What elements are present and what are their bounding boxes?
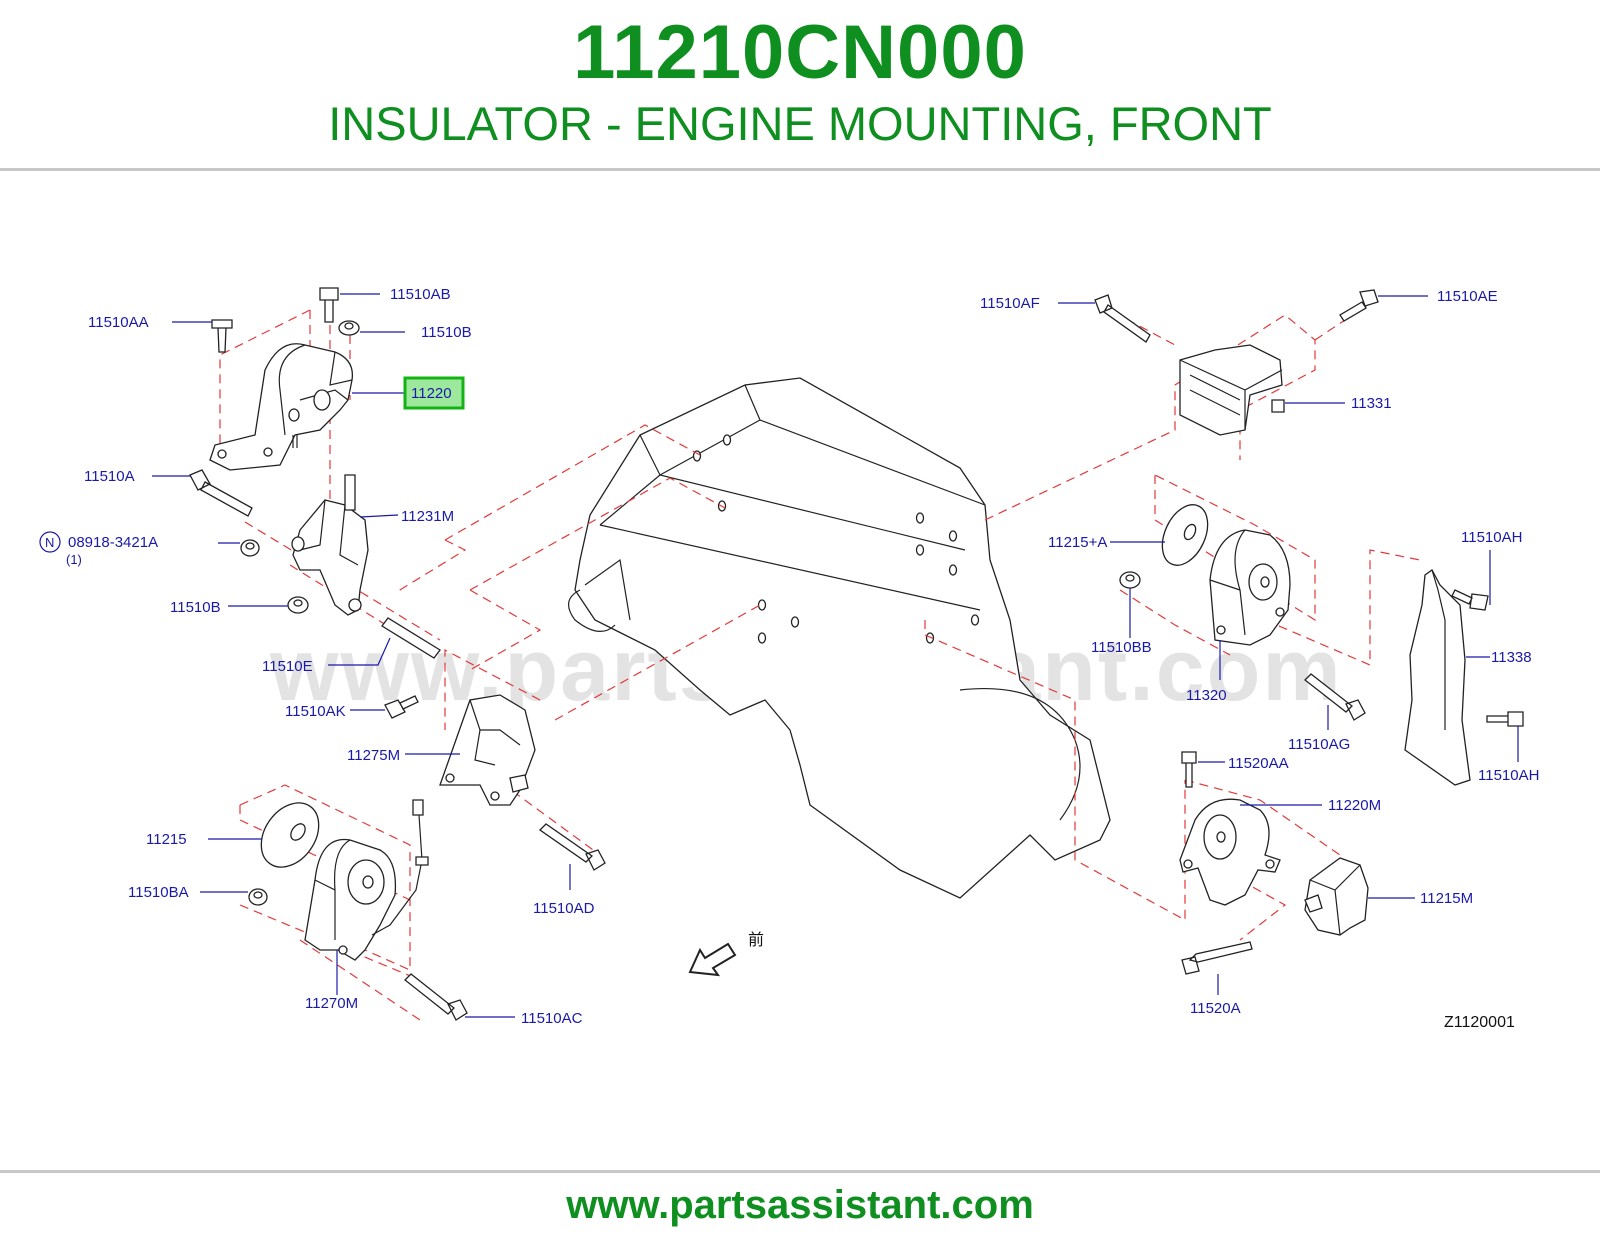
label-11510AC[interactable]: 11510AC (521, 1010, 583, 1027)
insulator-11220M (1179, 798, 1281, 906)
nut-11510BA (248, 888, 268, 906)
insulator-11270M (304, 799, 429, 961)
label-11510BA[interactable]: 11510BA (128, 884, 189, 901)
label-08918-quantity: (1) (66, 552, 82, 567)
bolt-11510AE (1339, 289, 1379, 322)
callout-labels: 11510AA 11510AB 11510B 11220 11510A 1123… (45, 286, 1539, 1027)
nut-11510B-low (287, 596, 309, 614)
insulator-11320 (1209, 529, 1291, 646)
bolt-11510A (189, 469, 253, 517)
part-name-subtitle: INSULATOR - ENGINE MOUNTING, FRONT (328, 97, 1272, 150)
header: 11210CN000 INSULATOR - ENGINE MOUNTING, … (0, 0, 1600, 170)
stud-11510E (381, 617, 441, 659)
label-11510AA[interactable]: 11510AA (88, 314, 149, 331)
label-11510AK[interactable]: 11510AK (285, 703, 346, 720)
bolt-11510AF (1094, 294, 1151, 343)
parts-diagram-svg: www.partsassistant.com (39, 286, 1539, 1031)
label-11220M[interactable]: 11220M (1328, 797, 1381, 814)
label-new-part-marker: N (45, 535, 54, 550)
top-divider (0, 168, 1600, 171)
label-11510AD[interactable]: 11510AD (533, 900, 595, 917)
highlight-box (403, 376, 465, 410)
bolt-11520A (1181, 941, 1253, 975)
bracket-11331 (1179, 344, 1285, 436)
diagram-reference-code: Z1120001 (1444, 1014, 1515, 1031)
label-11510AH-top[interactable]: 11510AH (1461, 529, 1522, 546)
part-number-title: 11210CN000 (573, 10, 1027, 95)
label-11215A[interactable]: 11215+A (1048, 534, 1107, 551)
bolt-11520AA (1181, 751, 1197, 788)
label-11510B-top[interactable]: 11510B (421, 324, 472, 341)
label-11510AB[interactable]: 11510AB (390, 286, 451, 303)
label-11338[interactable]: 11338 (1491, 649, 1532, 666)
label-11510AF[interactable]: 11510AF (980, 295, 1040, 312)
front-direction-label: 前 (748, 931, 764, 949)
label-11520AA[interactable]: 11520AA (1228, 755, 1289, 772)
label-11510B-low[interactable]: 11510B (170, 599, 221, 616)
label-11510AH-low[interactable]: 11510AH (1478, 767, 1539, 784)
bottom-divider (0, 1170, 1600, 1173)
bolt-11510AK (384, 695, 419, 719)
label-11231M[interactable]: 11231M (401, 508, 454, 525)
label-11520A[interactable]: 11520A (1190, 1000, 1241, 1017)
label-11510E[interactable]: 11510E (262, 658, 313, 675)
label-11510AE[interactable]: 11510AE (1437, 288, 1498, 305)
bolt-11510AG (1304, 673, 1366, 721)
label-11215[interactable]: 11215 (146, 831, 187, 848)
new-part-marker-icon (39, 531, 61, 553)
bolt-11510AB (319, 287, 339, 323)
label-11275M[interactable]: 11275M (347, 747, 400, 764)
footer-url[interactable]: www.partsassistant.com (566, 1183, 1034, 1227)
label-08918-3421A[interactable]: 08918-3421A (68, 534, 158, 551)
label-11331[interactable]: 11331 (1351, 395, 1392, 412)
parts-diagram: www.partsassistant.com (0, 260, 1600, 1080)
label-11220[interactable]: 11220 (411, 385, 452, 402)
label-11510BB[interactable]: 11510BB (1091, 639, 1152, 656)
insulator-11220 (209, 319, 354, 471)
nut-11510BB (1119, 571, 1141, 589)
label-11215M[interactable]: 11215M (1420, 890, 1473, 907)
bolt-11510AD (538, 823, 606, 871)
nut-08918-3421A (240, 539, 260, 557)
front-direction-arrow-icon (688, 942, 737, 977)
washer-11215 (260, 802, 320, 868)
bolt-11510AH-low (1486, 711, 1524, 727)
bolt-11510AH-top (1451, 589, 1489, 611)
bracket-11231M (291, 474, 369, 616)
label-11510A[interactable]: 11510A (84, 468, 135, 485)
nut-11510B-top (338, 320, 360, 336)
bolt-11510AC (404, 973, 468, 1021)
plate-11338 (1404, 569, 1471, 786)
label-11510AG[interactable]: 11510AG (1288, 736, 1350, 753)
label-11320[interactable]: 11320 (1186, 687, 1227, 704)
bracket-11215M (1304, 857, 1369, 936)
bracket-11275M (439, 694, 536, 806)
leader-lines (39, 293, 1519, 1018)
engine-block (568, 377, 1111, 899)
washer-11215A (1161, 504, 1209, 566)
label-11270M[interactable]: 11270M (305, 995, 358, 1012)
